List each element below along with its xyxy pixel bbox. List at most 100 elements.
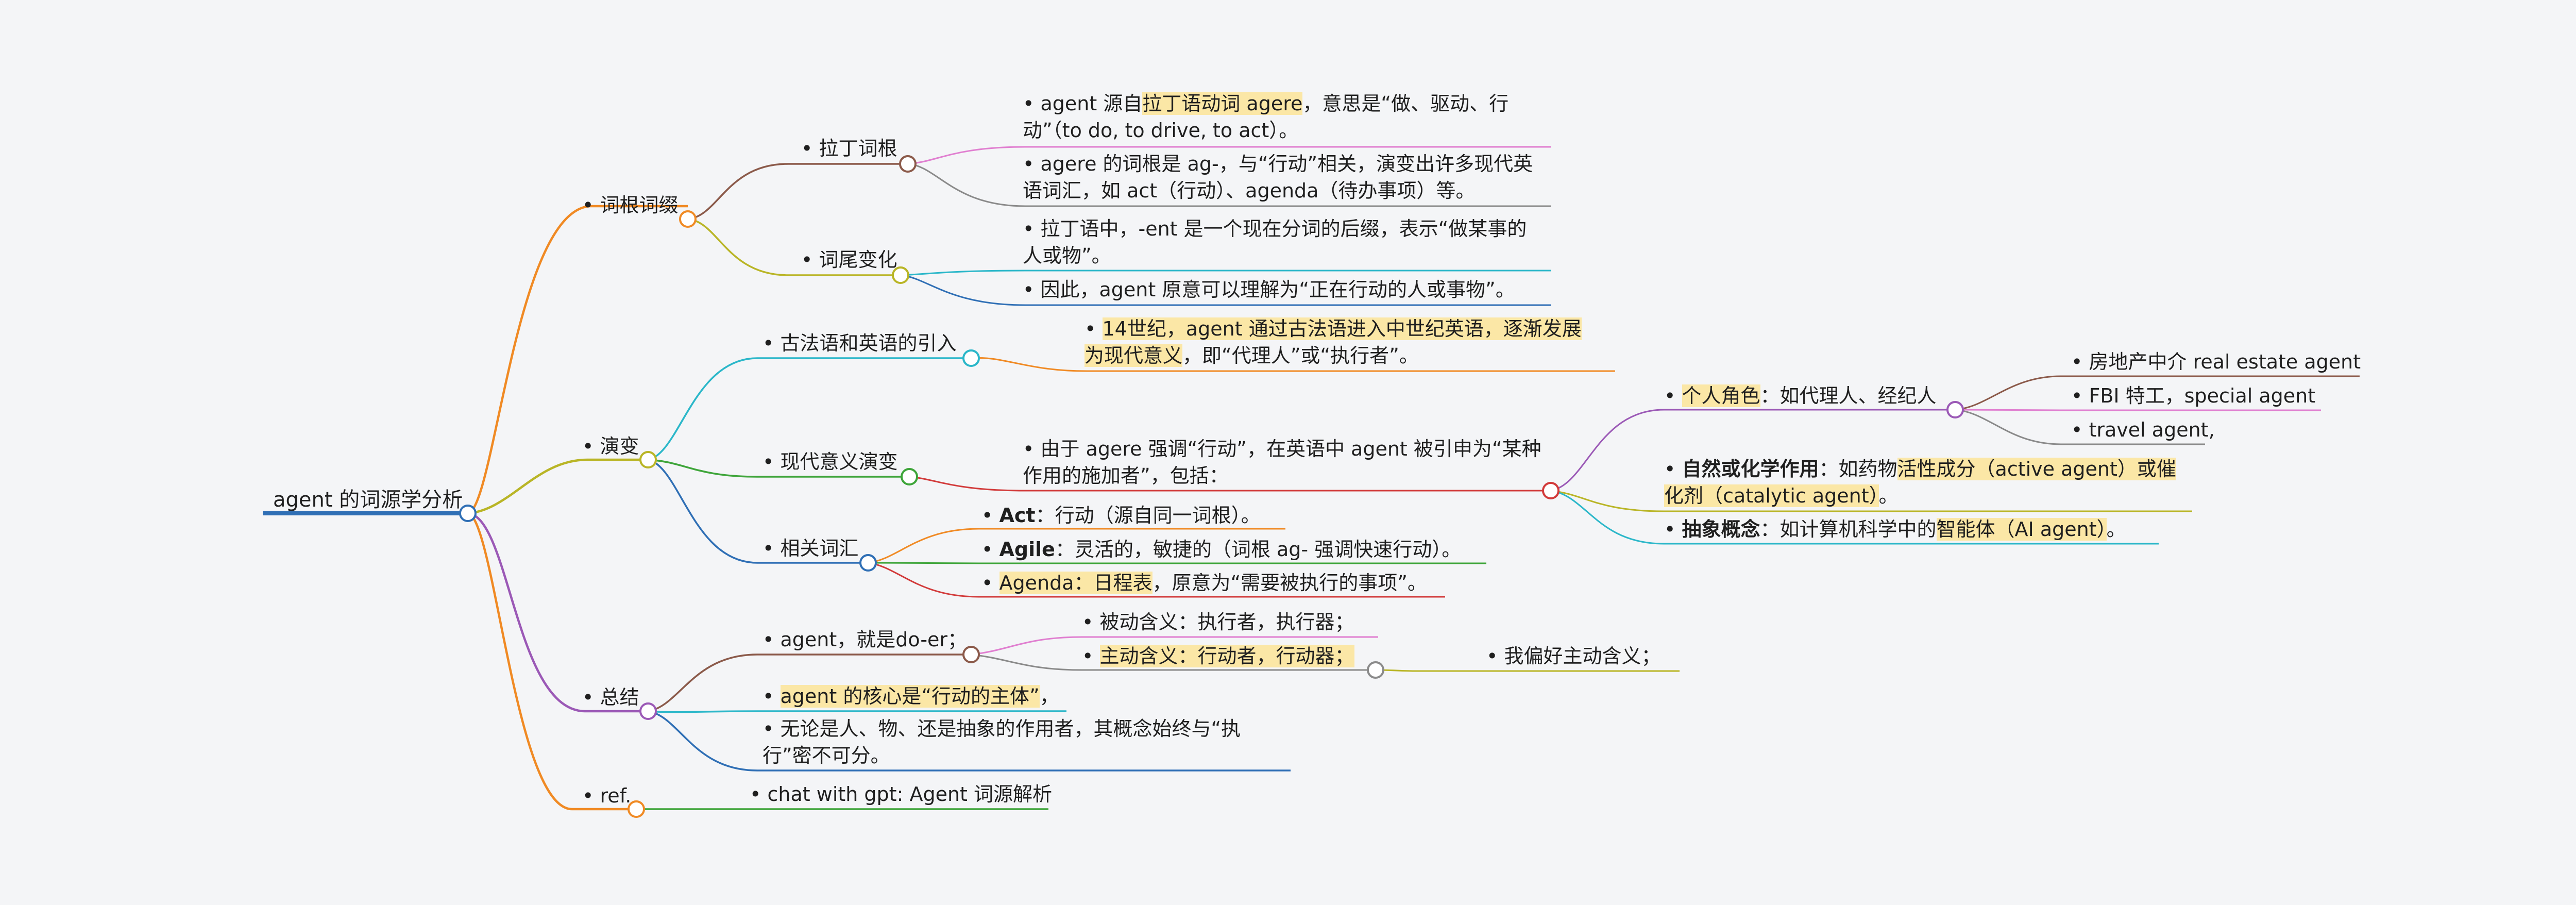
node-summary[interactable]: • 总结 [582,684,639,711]
node-ref[interactable]: • ref. [582,782,631,809]
joint-personal [1946,401,1964,418]
joint-related [859,554,877,572]
edge-sub-natural [1550,490,2192,512]
edge-root-ref [467,512,636,811]
leaf-suffix-1-text: • 拉丁语中，-ent 是一个现在分词的后缀，表示“做某事的人或物”。 [1023,217,1527,267]
edge-roots-latin [687,163,908,220]
node-summary-label: • 总结 [582,686,639,709]
leaf-travel[interactable]: • travel agent, [2071,416,2215,443]
edge-latin-leaf1 [907,146,1551,165]
node-roots-label: • 词根词缀 [582,194,679,216]
leaf-abstract-pre: • [1664,518,1682,541]
leaf-active-highlight: 主动含义：行动者，行动器； [1099,645,1354,667]
edge-sub-personal [1550,409,1955,492]
node-modern[interactable]: • 现代意义演变 [762,448,898,475]
leaf-abstract-post: 。 [2106,518,2126,541]
root-node[interactable]: agent 的词源学分析 [273,487,463,513]
node-evolution-label: • 演变 [582,435,639,458]
edge-evo-related [648,459,868,564]
node-related-label: • 相关词汇 [762,537,859,560]
node-evolution[interactable]: • 演变 [582,433,639,460]
leaf-abstract-bold: 抽象概念 [1682,518,1760,541]
node-ref-label: • ref. [582,784,632,807]
leaf-real-estate[interactable]: • 房地产中介 real estate agent [2071,348,2361,375]
edge-active-prefer [1375,669,1680,672]
leaf-personal-highlight: 个人角色 [1682,384,1760,407]
edge-personal-realestate [1955,375,2360,411]
leaf-suffix-2[interactable]: • 因此，agent 原意可以理解为“正在行动的人或事物”。 [1023,276,1515,303]
leaf-fbi[interactable]: • FBI 特工，special agent [2071,382,2315,409]
leaf-natural-bold: 自然或化学作用 [1682,458,1819,480]
leaf-latin-1-a: • agent 源自 [1023,92,1143,115]
joint-doer [962,646,980,663]
edge-suffix-leaf2 [900,274,1551,306]
leaf-agenda[interactable]: • Agenda：日程表，原意为“需要被执行的事项”。 [981,569,1427,596]
joint-oldfr [962,349,980,367]
leaf-agenda-highlight: Agenda：日程表 [999,572,1153,594]
leaf-act-pre: • [981,504,999,527]
leaf-latin-1-b: ，意思是“做、驱动、行动”（to do, to drive, to act）。 [1023,92,1509,142]
leaf-personal-role[interactable]: • 个人角色：如代理人、经纪人 [1664,382,1937,409]
node-core[interactable]: • agent 的核心是“行动的主体”， [762,683,1059,710]
edge-doer-active [971,653,1376,671]
leaf-natural-mid: ：如药物 [1819,458,1897,480]
joint-summary [639,702,657,720]
edge-sub-abstract [1550,490,2159,545]
leaf-old-french[interactable]: • 14世纪，agent 通过古法语进入中世纪英语，逐渐发展为现代意义，即“代理… [1084,315,1600,369]
leaf-old-french-pre: • [1084,317,1103,340]
leaf-act-bold: Act [999,504,1036,527]
edge-related-act [868,528,1285,564]
leaf-modern[interactable]: • 由于 agere 强调“行动”，在英语中 agent 被引申为“某种作用的施… [1023,435,1543,489]
edge-latin-leaf2 [907,163,1551,207]
node-core-pre: • [762,685,781,708]
edge-evo-modern [648,459,909,478]
leaf-old-french-post: ，即“代理人”或“执行者”。 [1182,344,1419,367]
leaf-suffix-1[interactable]: • 拉丁语中，-ent 是一个现在分词的后缀，表示“做某事的人或物”。 [1023,215,1543,269]
leaf-chat-text: • chat with gpt: Agent 词源解析 [750,783,1053,806]
leaf-personal-pre: • [1664,384,1682,407]
edge-roots-suffix [687,218,901,276]
edge-root-evolution [467,458,648,515]
node-latin-root[interactable]: • 拉丁词根 [801,135,897,162]
leaf-chat[interactable]: • chat with gpt: Agent 词源解析 [750,781,1052,808]
node-core-post: ， [1039,685,1059,708]
node-doer[interactable]: • agent，就是do-er； [762,626,967,653]
edge-personal-travel [1955,409,2205,445]
node-old-french[interactable]: • 古法语和英语的引入 [762,330,957,357]
node-suffix[interactable]: • 词尾变化 [801,246,897,273]
edge-suffix-leaf1 [900,270,1551,276]
leaf-agile-post: ：灵活的，敏捷的（词根 ag- 强调快速行动）。 [1055,538,1462,561]
leaf-act-post: ：行动（源自同一词根）。 [1035,504,1261,527]
node-related[interactable]: • 相关词汇 [762,535,859,562]
joint-evolution [639,451,657,468]
edge-related-agenda [868,562,1445,598]
edge-doer-passive [971,636,1378,656]
joint-modern [901,468,918,485]
leaf-abstract[interactable]: • 抽象概念：如计算机科学中的智能体（AI agent）。 [1664,516,2126,543]
leaf-agile[interactable]: • Agile：灵活的，敏捷的（词根 ag- 强调快速行动）。 [981,536,1461,563]
node-doer-label: • agent，就是do-er； [762,628,968,651]
leaf-passive-text: • 被动含义：执行者，执行器； [1082,611,1354,633]
node-roots[interactable]: • 词根词缀 [582,192,679,219]
node-core-highlight: agent 的核心是“行动的主体” [780,685,1040,708]
edge-evo-oldfr [648,357,971,461]
edge-summary-any [648,710,1291,772]
leaf-prefer-text: • 我偏好主动含义； [1486,645,1661,667]
node-suffix-label: • 词尾变化 [801,248,897,271]
leaf-latin-1[interactable]: • agent 源自拉丁语动词 agere，意思是“做、驱动、行动”（to do… [1023,90,1517,144]
leaf-latin-1-highlight: 拉丁语动词 agere [1142,92,1303,115]
leaf-prefer[interactable]: • 我偏好主动含义； [1486,643,1661,669]
leaf-passive[interactable]: • 被动含义：执行者，执行器； [1082,609,1354,635]
edge-modern-leaf [909,476,1551,492]
edge-summary-core [648,710,1066,713]
leaf-active[interactable]: • 主动含义：行动者，行动器； [1082,643,1354,669]
leaf-latin-2-text: • agere 的词根是 ag-，与“行动”相关，演变出许多现代英语词汇，如 a… [1023,153,1533,202]
node-modern-label: • 现代意义演变 [762,450,898,473]
leaf-natural[interactable]: • 自然或化学作用：如药物活性成分（active agent）或催化剂（cata… [1664,456,2184,509]
leaf-latin-2[interactable]: • agere 的词根是 ag-，与“行动”相关，演变出许多现代英语词汇，如 a… [1023,150,1543,204]
node-any[interactable]: • 无论是人、物、还是抽象的作用者，其概念始终与“执行”密不可分。 [762,715,1278,769]
leaf-modern-text: • 由于 agere 强调“行动”，在英语中 agent 被引申为“某种作用的施… [1023,438,1541,487]
leaf-natural-pre: • [1664,458,1682,480]
leaf-act[interactable]: • Act：行动（源自同一词根）。 [981,502,1261,529]
